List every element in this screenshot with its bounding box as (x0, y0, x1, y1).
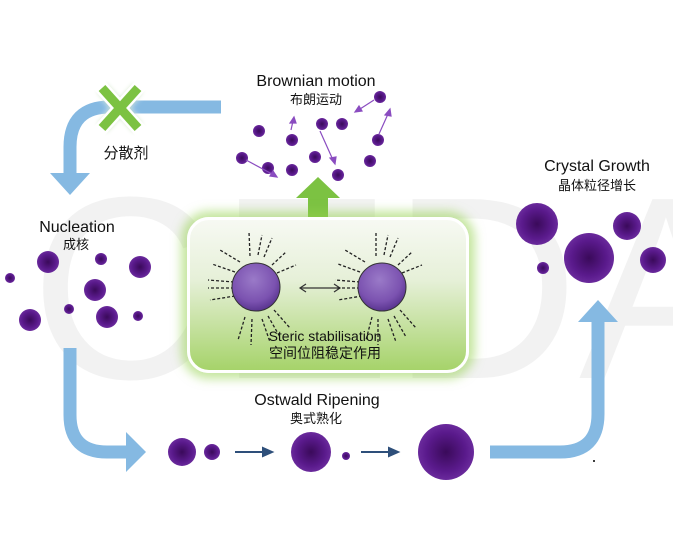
particle (133, 311, 143, 321)
particle (342, 452, 350, 460)
particle-core-right (357, 262, 407, 312)
ostwald-arrows (235, 446, 401, 458)
particle (286, 164, 298, 176)
crystal-label-zh: 晶体粒径增长 (557, 179, 636, 194)
particle (286, 134, 298, 146)
particle (613, 212, 641, 240)
stabilized-particle-left (207, 231, 297, 346)
particle-core-left (231, 262, 281, 312)
flow-arrow-ostwald-to-crystal (490, 300, 618, 459)
particle (640, 247, 666, 273)
particle (309, 151, 321, 163)
brownian-label-en: Brownian motion (256, 73, 376, 90)
ostwald-particles (168, 424, 474, 480)
flow-arrow-nucleation-to-ostwald (63, 348, 146, 472)
double-arrow-icon (298, 283, 342, 293)
brownian-arrows (245, 99, 392, 178)
particle (291, 432, 331, 472)
ostwald-label-en: Ostwald Ripening (254, 392, 380, 409)
ostwald-label-zh: 奥式熟化 (289, 412, 342, 427)
particle (316, 118, 328, 130)
particle (336, 118, 348, 130)
cross-icon (92, 78, 148, 138)
particle (19, 309, 41, 331)
particle (37, 251, 59, 273)
nucleation-particles (5, 251, 151, 331)
steric-label-en: Steric stabilisation (268, 328, 382, 344)
steric-label-zh: 空间位阻稳定作用 (269, 346, 381, 362)
dispersant-label: 分散剂 (103, 144, 149, 162)
stabilized-particle-right (334, 232, 423, 345)
particle (95, 253, 107, 265)
particle (418, 424, 474, 480)
particle (168, 438, 196, 466)
particle (5, 273, 15, 283)
particle (64, 304, 74, 314)
particle (236, 152, 248, 164)
particle (537, 262, 549, 274)
particle (516, 203, 558, 245)
particle (262, 162, 274, 174)
brownian-label-zh: 布朗运动 (289, 93, 342, 108)
particle (253, 125, 265, 137)
nucleation-label-en: Nucleation (39, 219, 115, 236)
particle (374, 91, 386, 103)
particle (372, 134, 384, 146)
particle (564, 233, 614, 283)
stray-dot (593, 460, 595, 462)
crystal-particles (516, 203, 666, 283)
flow-arrow-brownian-to-nucleation (50, 100, 221, 195)
steric-stabilisation-panel (187, 217, 469, 373)
up-arrow (296, 177, 340, 222)
particle (364, 155, 376, 167)
crystal-label-en: Crystal Growth (544, 158, 650, 175)
nucleation-label-zh: 成核 (62, 238, 89, 253)
brownian-particles (236, 91, 386, 181)
particle (332, 169, 344, 181)
particle (204, 444, 220, 460)
particle (96, 306, 118, 328)
particle (84, 279, 106, 301)
particle (129, 256, 151, 278)
steric-illustration (207, 231, 423, 346)
